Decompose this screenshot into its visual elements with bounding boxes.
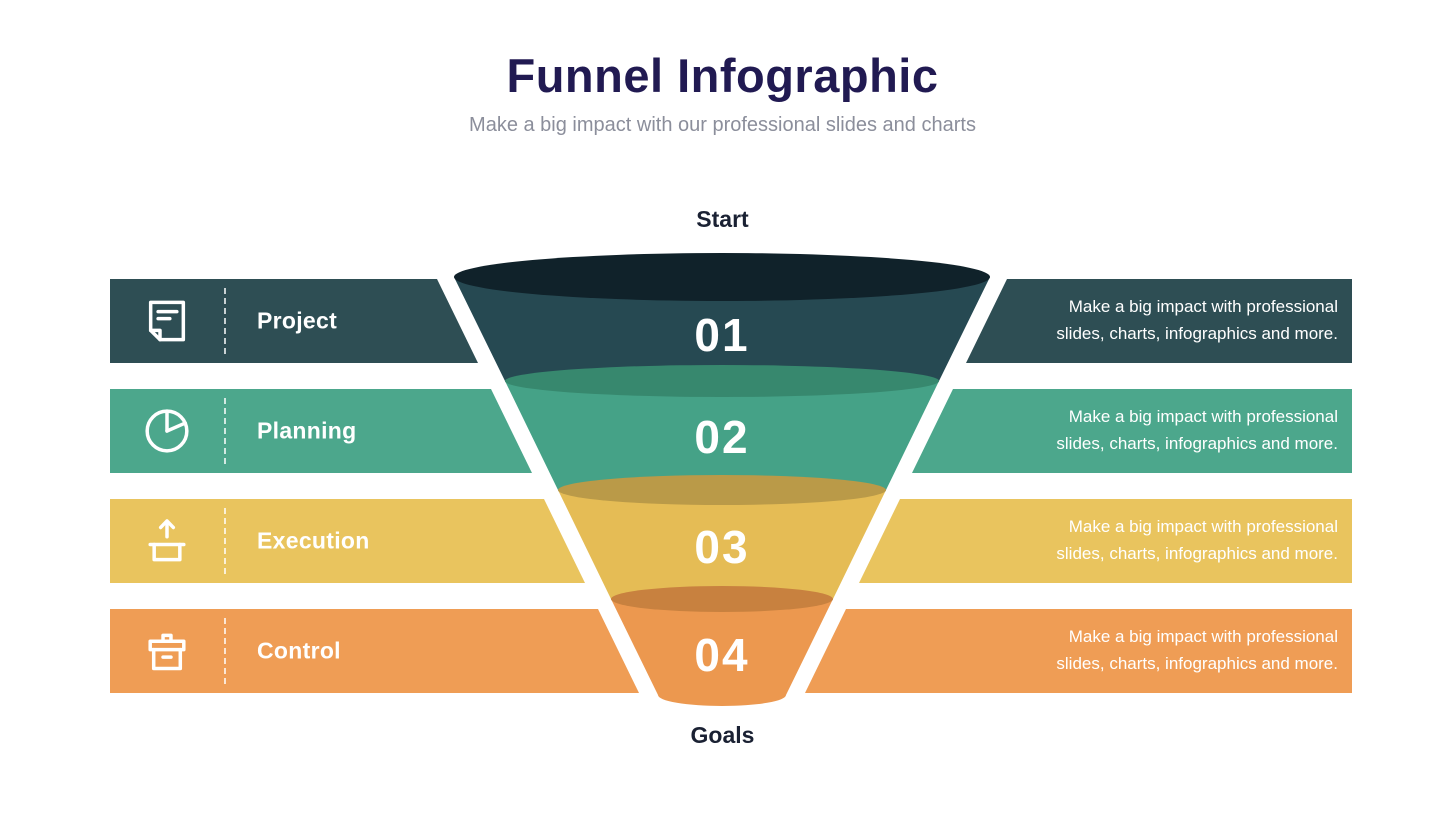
stage-bar-control: Control [110,609,639,693]
funnel-rim-2 [505,365,939,397]
funnel-segment-1 [454,277,990,397]
dashed-divider [224,288,226,354]
funnel-graphic [454,253,990,706]
funnel-segment-3 [558,490,886,612]
funnel-rim-3 [558,475,886,505]
archive-box-icon [136,620,198,682]
step-number-4: 04 [694,629,750,681]
stage-description: Make a big impact with professional slid… [1056,517,1338,563]
step-number-2: 02 [694,411,750,463]
stage-description: Make a big impact with professional slid… [1056,297,1338,343]
description-bar-planning: Make a big impact with professional slid… [912,389,1352,473]
description-bar-control: Make a big impact with professional slid… [805,609,1352,693]
step-number-1: 01 [694,309,750,361]
step-number-3: 03 [694,521,750,573]
page-title: Funnel Infographic [506,49,939,102]
document-icon [136,290,198,352]
page-subtitle: Make a big impact with our professional … [469,114,976,136]
stage-description: Make a big impact with professional slid… [1056,407,1338,453]
stage-label: Planning [257,417,357,444]
pie-chart-icon [136,400,198,462]
box-arrow-up-icon [136,510,198,572]
dashed-divider [224,618,226,684]
funnel-start-label: Start [696,206,749,232]
funnel-rim-4 [611,586,833,612]
dashed-divider [224,508,226,574]
description-bar-execution: Make a big impact with professional slid… [859,499,1352,583]
stage-description: Make a big impact with professional slid… [1056,627,1338,673]
funnel-goals-label: Goals [690,722,755,748]
stage-bar-project: Project [110,279,478,363]
stage-label: Control [257,637,341,664]
stage-label: Execution [257,527,370,554]
funnel-rim-1 [454,253,990,301]
description-bar-project: Make a big impact with professional slid… [966,279,1352,363]
dashed-divider [224,398,226,464]
funnel-segment-4 [611,599,833,706]
stage-bar-execution: Execution [110,499,585,583]
funnel-segment-2 [505,381,939,505]
stage-bar-planning: Planning [110,389,532,473]
stage-label: Project [257,307,338,334]
